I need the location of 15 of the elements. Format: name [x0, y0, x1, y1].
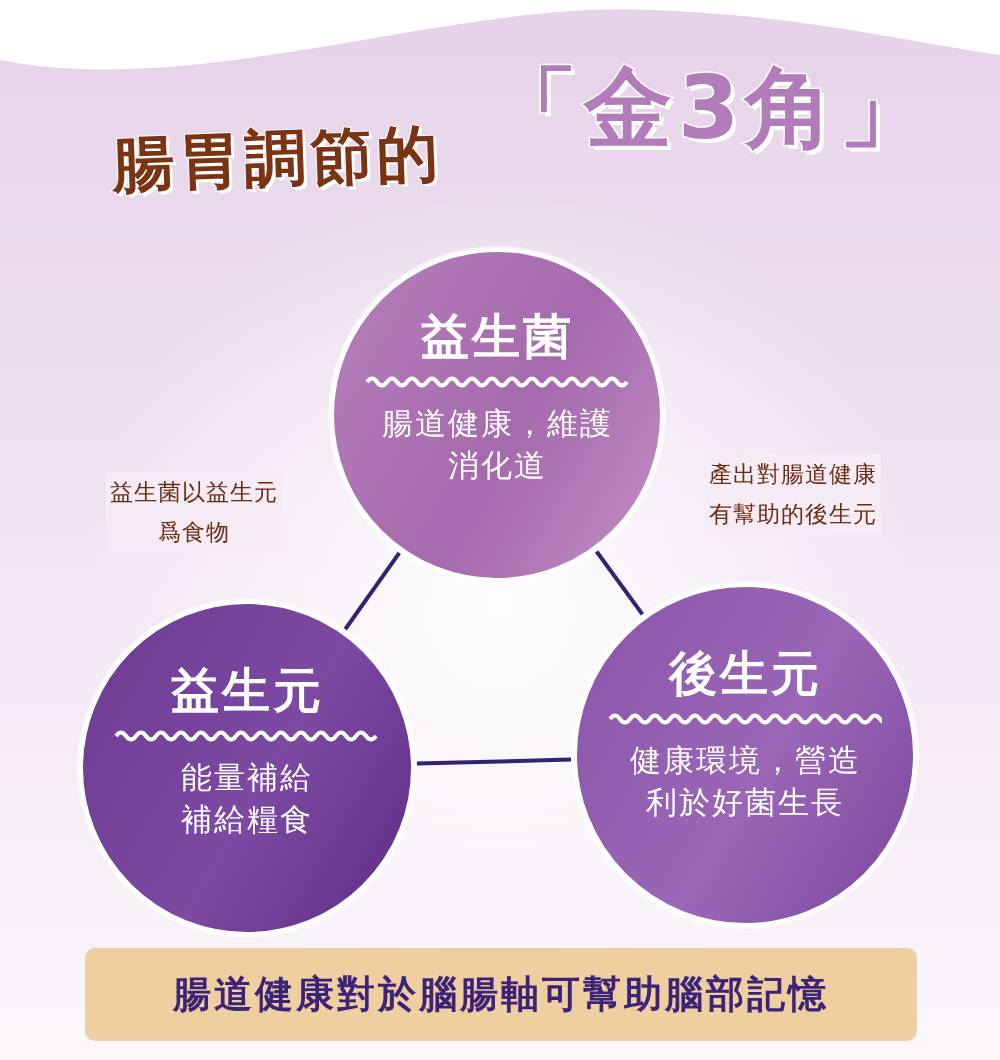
- title: 腸胃調節的: [111, 122, 443, 196]
- connector-line: [416, 757, 572, 766]
- circle-heading: 益生元: [170, 666, 324, 714]
- circle-description: 能量補給補給糧食: [180, 758, 314, 839]
- edge-label: 產出對腸道健康有幫助的後生元: [705, 454, 882, 535]
- connector-line: [594, 550, 645, 616]
- banner-box: [85, 948, 917, 1041]
- circle-description: 健康環境，營造利於好菌生長: [628, 741, 862, 822]
- edge-label: 益生菌以益生元爲食物: [106, 472, 283, 552]
- circle-description: 腸道健康，維護消化道: [380, 404, 614, 485]
- circle-heading: 益生菌: [420, 312, 574, 360]
- heading-text: 「金3角」: [490, 55, 934, 161]
- banner-text: 腸道健康對於腦腸軸可幫助腦部記憶: [173, 971, 829, 1018]
- connector-line: [343, 551, 401, 631]
- circle-heading: 後生元: [668, 649, 822, 697]
